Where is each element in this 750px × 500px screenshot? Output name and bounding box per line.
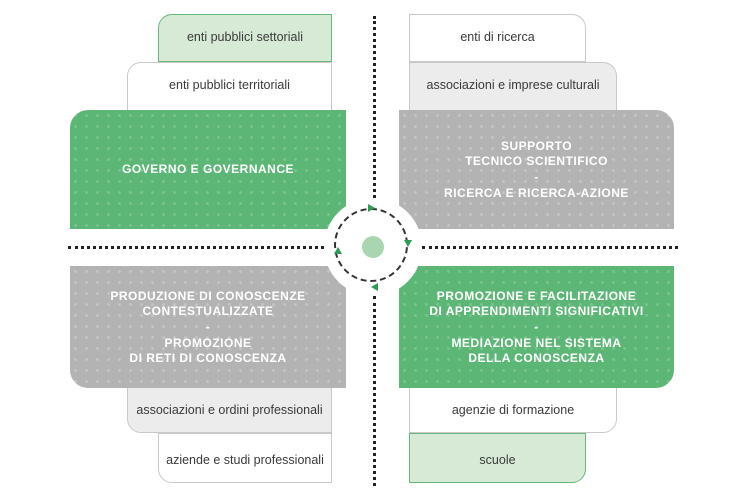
block-line: GOVERNO E GOVERNANCE [121, 162, 295, 176]
tab-enti-di-ricerca: enti di ricerca [409, 14, 586, 62]
tab-associazioni-imprese-culturali: associazioni e imprese culturali [409, 62, 617, 112]
tab-aziende-studi-professionali: aziende e studi professionali [158, 433, 332, 483]
horizontal-divider-left [68, 246, 324, 249]
block-separator: - [534, 169, 539, 184]
tab-label: enti pubblici territoriali [169, 78, 290, 92]
block-separator: - [534, 319, 539, 334]
vertical-divider-top [373, 16, 376, 198]
block-line: DELLA CONOSCENZA [468, 350, 605, 365]
vertical-divider-bottom [373, 296, 376, 486]
block-line: TECNICO SCIENTIFICO [465, 153, 608, 168]
block-line: PRODUZIONE DI CONOSCENZE [110, 288, 306, 303]
block-line: PROMOZIONE E FACILITAZIONE [436, 288, 637, 303]
block-line: PROMOZIONE [164, 335, 252, 350]
tab-agenzie-di-formazione: agenzie di formazione [409, 380, 617, 433]
tab-enti-pubblici-territoriali: enti pubblici territoriali [127, 62, 332, 112]
block-supporto-tecnico-scientifico: SUPPORTO TECNICO SCIENTIFICO - RICERCA E… [399, 110, 674, 229]
tab-scuole: scuole [409, 433, 586, 483]
horizontal-divider-right [422, 246, 678, 249]
block-line: MEDIAZIONE NEL SISTEMA [451, 335, 622, 350]
tab-label: associazioni e ordini professionali [136, 403, 323, 417]
tab-label: scuole [479, 453, 516, 467]
block-governo-governance: GOVERNO E GOVERNANCE [70, 110, 346, 229]
block-line: DI RETI DI CONOSCENZA [129, 350, 287, 365]
block-promozione-facilitazione: PROMOZIONE E FACILITAZIONE DI APPRENDIME… [399, 266, 674, 388]
tab-enti-pubblici-settoriali: enti pubblici settoriali [158, 14, 332, 62]
block-line: CONTESTUALIZZATE [142, 303, 274, 318]
tab-label: enti pubblici settoriali [186, 30, 304, 44]
block-produzione-conoscenze: PRODUZIONE DI CONOSCENZE CONTESTUALIZZAT… [70, 266, 346, 388]
block-line: DI APPRENDIMENTI SIGNIFICATIVI [429, 303, 644, 318]
tab-associazioni-ordini-professionali: associazioni e ordini professionali [127, 380, 332, 433]
block-line: SUPPORTO [500, 138, 573, 153]
tab-label: aziende e studi professionali [166, 453, 324, 467]
center-dot [362, 236, 384, 258]
tab-label: enti di ricerca [460, 30, 535, 44]
block-separator: - [205, 319, 211, 334]
block-line: RICERCA E RICERCA-AZIONE [444, 185, 629, 200]
tab-label: associazioni e imprese culturali [426, 78, 600, 92]
tab-label: agenzie di formazione [451, 403, 575, 417]
